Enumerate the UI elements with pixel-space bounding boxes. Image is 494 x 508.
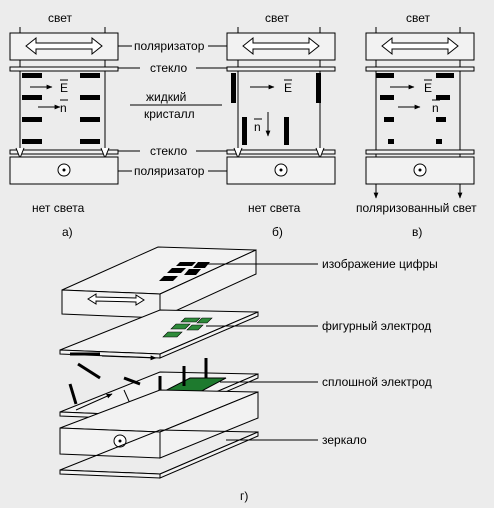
label-liquid: жидкий — [146, 90, 186, 104]
panel-b-E-label: E — [284, 81, 292, 95]
panel-d-figured-electrode-plate — [59, 309, 318, 361]
panel-c-letter: в) — [412, 225, 422, 239]
panel-c-E-label: E — [424, 81, 432, 95]
panel-d-polarization-double-arrow — [87, 293, 145, 306]
panel-b-molecules — [231, 73, 321, 145]
panel-c-n-label: n — [432, 101, 439, 115]
panel-c-polarization-double-arrow — [381, 36, 459, 56]
panel-d-letter: г) — [240, 489, 248, 503]
panel-b-caption: нет света — [248, 201, 301, 215]
panel-b: свет E n нет света б) — [226, 11, 336, 239]
panel-c-bottom-glass — [365, 149, 475, 155]
panel-b-light-label: свет — [265, 11, 290, 25]
panel-a-molecules — [22, 73, 100, 144]
panel-d-figured-electrode — [162, 317, 213, 338]
panel-c-top-glass — [365, 66, 475, 72]
panel-b-top-glass — [226, 66, 336, 72]
label-solid-electrode: сплошной электрод — [322, 375, 432, 389]
layer-labels: поляризатор стекло жидкий кристалл стекл… — [118, 39, 227, 178]
label-polarizer-bottom: поляризатор — [134, 164, 205, 178]
panel-c-light-label: свет — [406, 11, 431, 25]
panel-d-bottom-block — [59, 389, 259, 459]
panel-c-molecules — [376, 73, 454, 144]
panel-d-digit-image — [159, 262, 210, 281]
panel-b-letter: б) — [272, 225, 283, 239]
panel-d-top-block — [61, 246, 318, 319]
label-polarizer-top: поляризатор — [134, 39, 205, 53]
panel-a: свет E n нет света а) — [9, 11, 119, 239]
label-figured-electrode: фигурный электрод — [322, 319, 431, 333]
panel-a-caption: нет света — [32, 201, 85, 215]
label-glass-bottom: стекло — [150, 144, 188, 158]
panel-a-polarization-double-arrow — [25, 36, 103, 56]
panel-a-bottom-glass — [9, 149, 119, 155]
label-digit-image: изображение цифры — [322, 257, 438, 271]
panel-c-caption: поляризованный свет — [356, 201, 477, 215]
panel-a-E-label: E — [60, 81, 68, 95]
label-crystal: кристалл — [144, 107, 195, 121]
panel-d: изображение цифры фигурный электрод — [59, 246, 438, 503]
label-mirror: зеркало — [322, 433, 367, 447]
panel-a-n-label: n — [60, 101, 67, 115]
panel-b-n-label: n — [254, 120, 261, 134]
panel-b-bottom-glass — [226, 149, 336, 155]
panel-c: свет E n поляризованный свет в) — [356, 11, 477, 239]
panel-a-letter: а) — [62, 225, 73, 239]
panel-d-mirror — [59, 429, 318, 479]
panel-b-polarization-double-arrow — [242, 36, 320, 56]
panel-a-top-glass — [9, 66, 119, 72]
label-glass-top: стекло — [150, 61, 188, 75]
panel-a-light-label: свет — [48, 11, 73, 25]
